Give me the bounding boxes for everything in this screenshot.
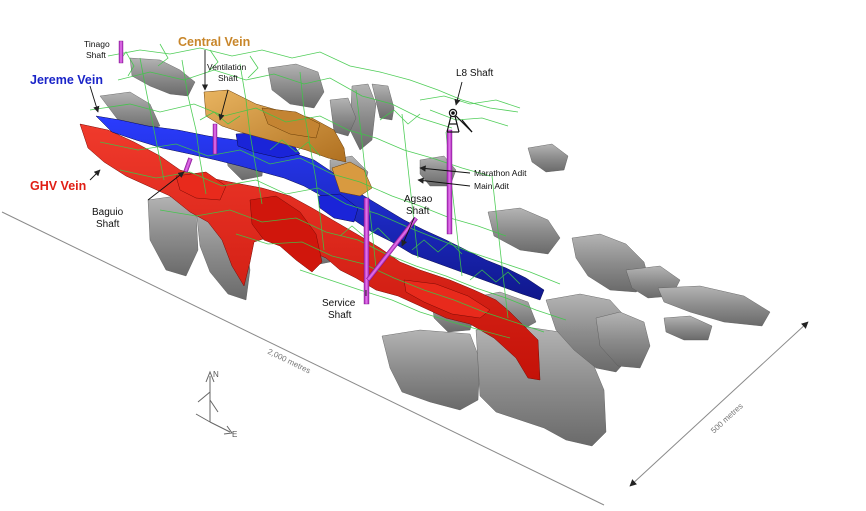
service-shaft-label-line2: Shaft xyxy=(328,310,352,321)
main-adit-leader xyxy=(417,177,471,187)
tinago-shaft-label-line2: Shaft xyxy=(86,50,106,60)
headframe-icon xyxy=(446,108,473,133)
ventilation-shaft-leader xyxy=(218,89,229,121)
compass-indicator: N E xyxy=(195,370,237,439)
scale-width-label: 500 metres xyxy=(709,401,745,435)
l8-shaft-leader xyxy=(454,81,463,106)
ghv-vein-label: GHV Vein xyxy=(30,179,86,193)
service-shaft-label-line1: Service xyxy=(322,298,356,309)
jereme-vein-label: Jereme Vein xyxy=(30,73,103,87)
tinago-shaft xyxy=(118,40,124,64)
mine-workings-network xyxy=(89,43,567,339)
baguio-shaft xyxy=(183,157,193,173)
service-shaft xyxy=(363,197,370,305)
agsao-shaft xyxy=(366,216,418,282)
l8-shaft-label: L8 Shaft xyxy=(456,68,493,79)
baguio-shaft-label-line1: Baguio xyxy=(92,207,124,218)
compass-north-label: N xyxy=(213,370,219,379)
leader-lines xyxy=(89,50,471,296)
shafts xyxy=(118,40,453,305)
central-vein-label: Central Vein xyxy=(178,35,250,49)
marathon-adit-label: Marathon Adit xyxy=(474,168,527,178)
central-vein-body xyxy=(203,89,373,197)
agsao-shaft-label-line2: Shaft xyxy=(406,206,430,217)
marathon-adit-leader xyxy=(419,165,471,174)
tinago-shaft-label-line1: Tinago xyxy=(84,39,110,49)
scale-bar-width: 500 metres xyxy=(629,321,809,487)
l8-shaft xyxy=(446,129,453,235)
ghv-vein-body xyxy=(79,123,541,381)
baguio-shaft-leader xyxy=(147,171,185,201)
jereme-vein-leader xyxy=(89,85,100,113)
agsao-shaft-leader xyxy=(401,217,415,247)
ventilation-shaft-label-line1: Ventilation xyxy=(207,62,246,72)
diagram-labels: Central Vein Jereme Vein GHV Vein Tinago… xyxy=(30,35,527,321)
ghv-vein-leader xyxy=(89,169,101,181)
main-adit-label: Main Adit xyxy=(474,181,510,191)
ventilation-shaft xyxy=(212,123,218,155)
agsao-shaft-label-line1: Agsao xyxy=(404,194,433,205)
baguio-shaft-label-line2: Shaft xyxy=(96,219,120,230)
compass-east-label: E xyxy=(232,430,237,439)
ventilation-shaft-label-line2: Shaft xyxy=(218,73,238,83)
